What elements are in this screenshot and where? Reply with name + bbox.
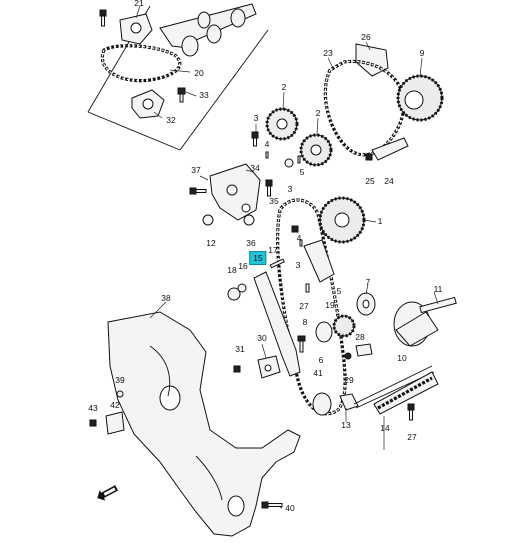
bracket-28 xyxy=(355,343,373,357)
washer-36 xyxy=(243,214,255,226)
bracket-42 xyxy=(105,411,125,435)
callout-1[interactable]: 1 xyxy=(377,216,383,226)
oil-pump-sprocket xyxy=(131,89,165,119)
callout-17[interactable]: 17 xyxy=(268,245,278,255)
tensioner-24 xyxy=(371,137,409,161)
callout-6[interactable]: 6 xyxy=(318,355,324,365)
sprocket-2-upper xyxy=(265,107,299,141)
callout-38[interactable]: 38 xyxy=(161,293,171,303)
callout-36[interactable]: 36 xyxy=(246,238,256,248)
callout-21[interactable]: 21 xyxy=(134,0,144,8)
callout-3-upper[interactable]: 3 xyxy=(253,113,259,123)
callout-20[interactable]: 20 xyxy=(194,68,204,78)
bracket-30 xyxy=(257,355,281,379)
upper-right-chain-assembly xyxy=(323,43,444,161)
callout-41[interactable]: 41 xyxy=(313,368,323,378)
bolt-17 xyxy=(269,258,285,269)
callout-24[interactable]: 24 xyxy=(384,176,394,186)
callout-31[interactable]: 31 xyxy=(235,344,245,354)
callout-27-mid[interactable]: 27 xyxy=(299,301,309,311)
callout-8[interactable]: 8 xyxy=(302,317,308,327)
callout-5-upper[interactable]: 5 xyxy=(299,167,305,177)
tensioner-14 xyxy=(373,371,439,415)
bolt-43 xyxy=(89,419,97,427)
callout-11[interactable]: 11 xyxy=(433,284,443,294)
sprocket-2-lower xyxy=(299,133,333,167)
bolts-cluster-upper xyxy=(251,131,301,168)
sprocket-1 xyxy=(318,196,366,244)
washer-12 xyxy=(202,214,214,226)
tensioner-arm-15 xyxy=(253,271,301,377)
callout-4-mid[interactable]: 4 xyxy=(296,233,302,243)
timing-cover-38 xyxy=(107,311,301,537)
callout-13[interactable]: 13 xyxy=(341,420,351,430)
plug-39 xyxy=(116,390,124,398)
bolt-18 xyxy=(227,287,241,301)
bolt-35 xyxy=(265,179,273,197)
forward-arrow-icon xyxy=(97,485,119,501)
callout-23[interactable]: 23 xyxy=(323,48,333,58)
spacer-6 xyxy=(315,321,333,343)
bolt-27-lower xyxy=(407,403,415,421)
callout-16[interactable]: 16 xyxy=(238,261,248,271)
callout-40[interactable]: 40 xyxy=(285,503,295,513)
bolt-mid xyxy=(291,225,299,233)
callout-3-mid[interactable]: 3 xyxy=(287,184,293,194)
callout-5-lower[interactable]: 5 xyxy=(336,286,342,296)
bolt-31 xyxy=(233,365,241,373)
callout-27-lower[interactable]: 27 xyxy=(407,432,417,442)
callout-18[interactable]: 18 xyxy=(227,265,237,275)
callout-35[interactable]: 35 xyxy=(269,196,279,206)
callout-2-lower[interactable]: 2 xyxy=(315,108,321,118)
callout-10[interactable]: 10 xyxy=(397,353,407,363)
bolt-top-left xyxy=(99,9,107,27)
washer-7 xyxy=(356,292,376,316)
callout-32[interactable]: 32 xyxy=(166,115,176,125)
callout-3-lower[interactable]: 3 xyxy=(295,260,301,270)
main-timing-chain xyxy=(276,198,347,416)
camshaft-sprocket xyxy=(119,13,153,45)
chain-guide-17 xyxy=(303,239,335,283)
sprocket-9 xyxy=(396,74,444,122)
callout-37[interactable]: 37 xyxy=(191,165,201,175)
washer-16 xyxy=(237,283,247,293)
callout-25[interactable]: 25 xyxy=(365,176,375,186)
callout-14[interactable]: 14 xyxy=(380,423,390,433)
bolt-40 xyxy=(261,501,283,509)
sprocket-19 xyxy=(332,314,356,338)
callout-29[interactable]: 29 xyxy=(344,375,354,385)
crankshaft-10 xyxy=(393,296,457,347)
callout-39[interactable]: 39 xyxy=(115,375,125,385)
washer-41 xyxy=(312,392,332,416)
callout-26[interactable]: 26 xyxy=(361,32,371,42)
callout-7[interactable]: 7 xyxy=(365,277,371,287)
callout-42[interactable]: 42 xyxy=(110,400,120,410)
callout-15-highlighted[interactable]: 15 xyxy=(249,251,267,265)
callout-34[interactable]: 34 xyxy=(250,163,260,173)
leader-lines xyxy=(135,5,439,509)
bolt-33 xyxy=(177,87,186,103)
callout-4-upper[interactable]: 4 xyxy=(264,139,270,149)
callout-2-upper[interactable]: 2 xyxy=(281,82,287,92)
callout-28[interactable]: 28 xyxy=(355,332,365,342)
callout-12[interactable]: 12 xyxy=(206,238,216,248)
callout-19[interactable]: 19 xyxy=(325,300,335,310)
callout-33[interactable]: 33 xyxy=(199,90,209,100)
callout-43[interactable]: 43 xyxy=(88,403,98,413)
callout-30[interactable]: 30 xyxy=(257,333,267,343)
callout-9[interactable]: 9 xyxy=(419,48,425,58)
camshaft xyxy=(159,3,257,57)
bolt-29 xyxy=(344,352,352,360)
cam-chain-small xyxy=(100,44,182,83)
bolt-8 xyxy=(297,335,306,353)
camshaft-inset xyxy=(87,3,269,151)
